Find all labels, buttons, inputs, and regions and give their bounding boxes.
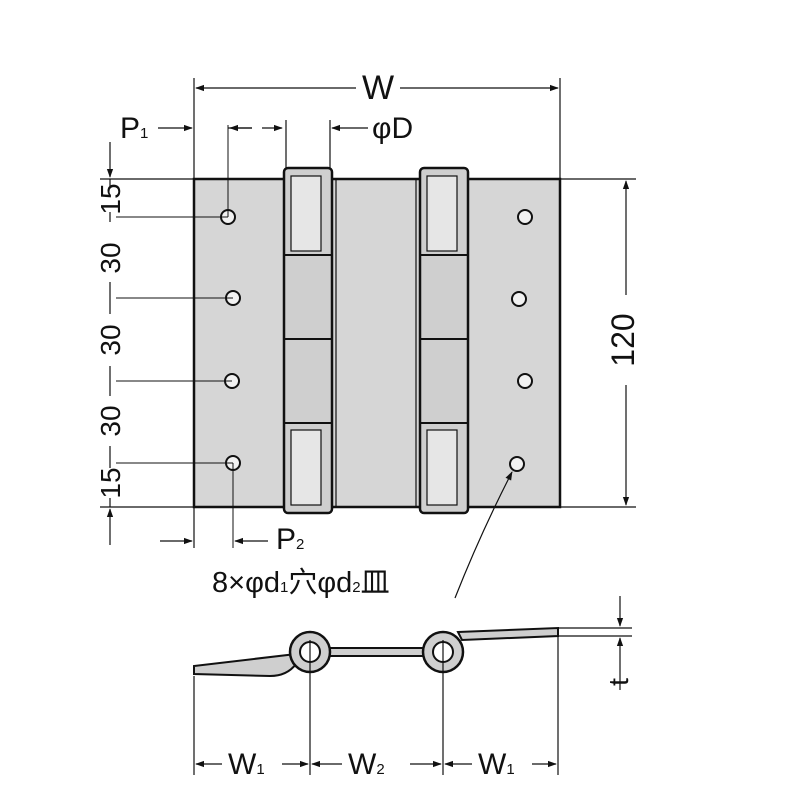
thickness-label: t: [603, 678, 634, 686]
side-view: [193, 626, 559, 678]
spacing-label: 15: [95, 183, 126, 214]
left-knuckle: [282, 166, 334, 515]
right-knuckle: [418, 166, 470, 515]
hole: [509, 456, 525, 472]
hole: [517, 373, 533, 389]
spacing-label: 30: [95, 405, 126, 436]
hole-leader: [454, 471, 513, 599]
front-view: [116, 125, 562, 548]
hole-note: 8×φd1穴φd2皿: [212, 566, 390, 599]
spacing-labels: 15 30 30 30 15: [95, 183, 126, 498]
height-label: 120: [605, 313, 641, 366]
spacing-label: 15: [95, 467, 126, 498]
side-width-dimensions: [193, 636, 559, 775]
w1-left-label: W1: [228, 748, 265, 781]
diameter-label: φD: [372, 112, 413, 145]
p1-dimension: [158, 120, 368, 168]
thickness-dimension: [558, 596, 632, 690]
spacing-label: 30: [95, 324, 126, 355]
width-dimension: [193, 78, 561, 179]
spacing-dimension: [100, 142, 194, 545]
p2-label: P2: [276, 523, 304, 556]
spacing-label: 30: [95, 242, 126, 273]
hole: [517, 209, 533, 225]
hinge-plate: [192, 177, 562, 509]
p2-dimension: [160, 507, 268, 548]
w1-right-label: W1: [478, 748, 515, 781]
hole: [511, 291, 527, 307]
width-label: W: [362, 69, 394, 107]
p1-label: P1: [120, 112, 148, 145]
w2-label: W2: [348, 748, 385, 781]
height-dimension: [560, 178, 636, 508]
